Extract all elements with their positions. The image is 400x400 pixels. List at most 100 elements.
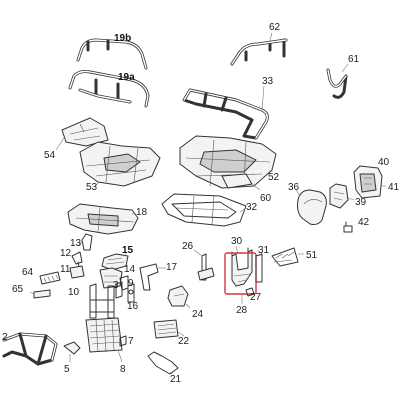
callout-62: 62	[269, 22, 281, 33]
part-22[interactable]	[153, 319, 179, 339]
part-53[interactable]	[79, 141, 161, 187]
leader-30	[235, 245, 239, 255]
callout-40: 40	[378, 157, 390, 168]
part-26[interactable]	[197, 253, 215, 281]
leader-22	[177, 331, 185, 337]
callout-65: 65	[12, 284, 24, 295]
callout-19b: 19b	[114, 33, 131, 44]
leader-65	[29, 291, 35, 295]
part-3[interactable]	[115, 281, 123, 299]
leader-53	[95, 181, 99, 187]
callout-30: 30	[231, 236, 243, 247]
part-9[interactable]	[119, 275, 129, 291]
part-27[interactable]	[245, 287, 255, 297]
leader-54	[55, 137, 65, 151]
callout-10: 10	[68, 287, 80, 298]
callout-51: 51	[306, 250, 318, 261]
callout-41: 41	[388, 182, 400, 193]
leader-33	[261, 85, 265, 111]
leader-36	[295, 189, 301, 197]
callout-21: 21	[170, 374, 182, 385]
callout-11: 11	[60, 264, 71, 275]
part-5[interactable]	[63, 341, 81, 355]
callout-28: 28	[236, 305, 248, 316]
callout-2: 2	[2, 332, 8, 343]
part-18[interactable]	[67, 203, 139, 235]
callout-22: 22	[178, 336, 190, 347]
part-19b[interactable]	[76, 38, 148, 70]
leader-15	[123, 253, 127, 257]
part-32[interactable]	[161, 193, 247, 227]
part-30-28[interactable]	[231, 247, 253, 287]
part-39[interactable]	[329, 183, 349, 209]
callout-7: 7	[128, 336, 134, 347]
leader-24	[185, 303, 191, 309]
callout-12: 12	[60, 248, 72, 259]
callout-13: 13	[70, 238, 82, 249]
callout-42: 42	[358, 217, 370, 228]
part-21[interactable]	[147, 351, 179, 375]
part-14[interactable]	[99, 267, 123, 289]
part-65[interactable]	[33, 289, 51, 299]
callout-61: 61	[348, 54, 360, 65]
callout-39: 39	[355, 197, 367, 208]
part-19a[interactable]	[68, 70, 150, 108]
callout-19a: 19a	[118, 72, 135, 83]
callout-9: 9	[128, 278, 134, 289]
leader-8	[117, 349, 123, 363]
callout-64: 64	[22, 267, 34, 278]
part-31[interactable]	[255, 253, 263, 283]
leader-19b	[119, 39, 127, 42]
leader-60	[251, 183, 261, 191]
callout-32: 32	[246, 202, 258, 213]
callout-8: 8	[120, 364, 126, 375]
callout-36: 36	[288, 182, 300, 193]
leader-39	[347, 197, 355, 201]
callout-53: 53	[86, 182, 98, 193]
part-54[interactable]	[61, 117, 109, 147]
part-10[interactable]	[89, 283, 115, 319]
part-51[interactable]	[271, 247, 299, 267]
leader-31	[259, 251, 263, 257]
leader-61	[341, 63, 349, 73]
part-64[interactable]	[39, 271, 61, 285]
leader-26	[193, 249, 203, 257]
leader-32	[239, 207, 247, 213]
part-11[interactable]	[69, 265, 85, 279]
leader-21	[169, 371, 173, 375]
callout-17: 17	[166, 262, 178, 273]
part-40[interactable]	[353, 165, 383, 199]
callout-27: 27	[250, 292, 262, 303]
callout-14: 14	[124, 264, 136, 275]
part-15[interactable]	[101, 253, 129, 271]
callout-15: 15	[122, 245, 134, 256]
part-17[interactable]	[139, 263, 159, 291]
callout-3: 3	[113, 280, 119, 291]
callout-26: 26	[182, 241, 194, 252]
part-42[interactable]	[343, 221, 353, 233]
part-7[interactable]	[119, 335, 127, 347]
part-36[interactable]	[297, 189, 327, 225]
part-33[interactable]	[182, 88, 269, 140]
callout-5: 5	[64, 364, 70, 375]
leader-13	[77, 241, 83, 247]
part-2[interactable]	[2, 332, 58, 366]
part-62[interactable]	[230, 38, 288, 66]
callout-33: 33	[262, 76, 274, 87]
part-13[interactable]	[81, 233, 93, 251]
part-8[interactable]	[85, 317, 123, 353]
callout-16: 16	[127, 301, 139, 312]
part-52[interactable]	[179, 135, 277, 189]
part-61[interactable]	[326, 68, 348, 99]
callout-54: 54	[44, 150, 56, 161]
callout-18: 18	[136, 207, 148, 218]
part-24[interactable]	[167, 285, 189, 307]
part-16[interactable]	[127, 283, 135, 303]
callout-31: 31	[258, 245, 270, 256]
callout-52: 52	[268, 172, 280, 183]
callout-60: 60	[260, 193, 272, 204]
callout-24: 24	[192, 309, 204, 320]
leader-62	[269, 32, 273, 41]
